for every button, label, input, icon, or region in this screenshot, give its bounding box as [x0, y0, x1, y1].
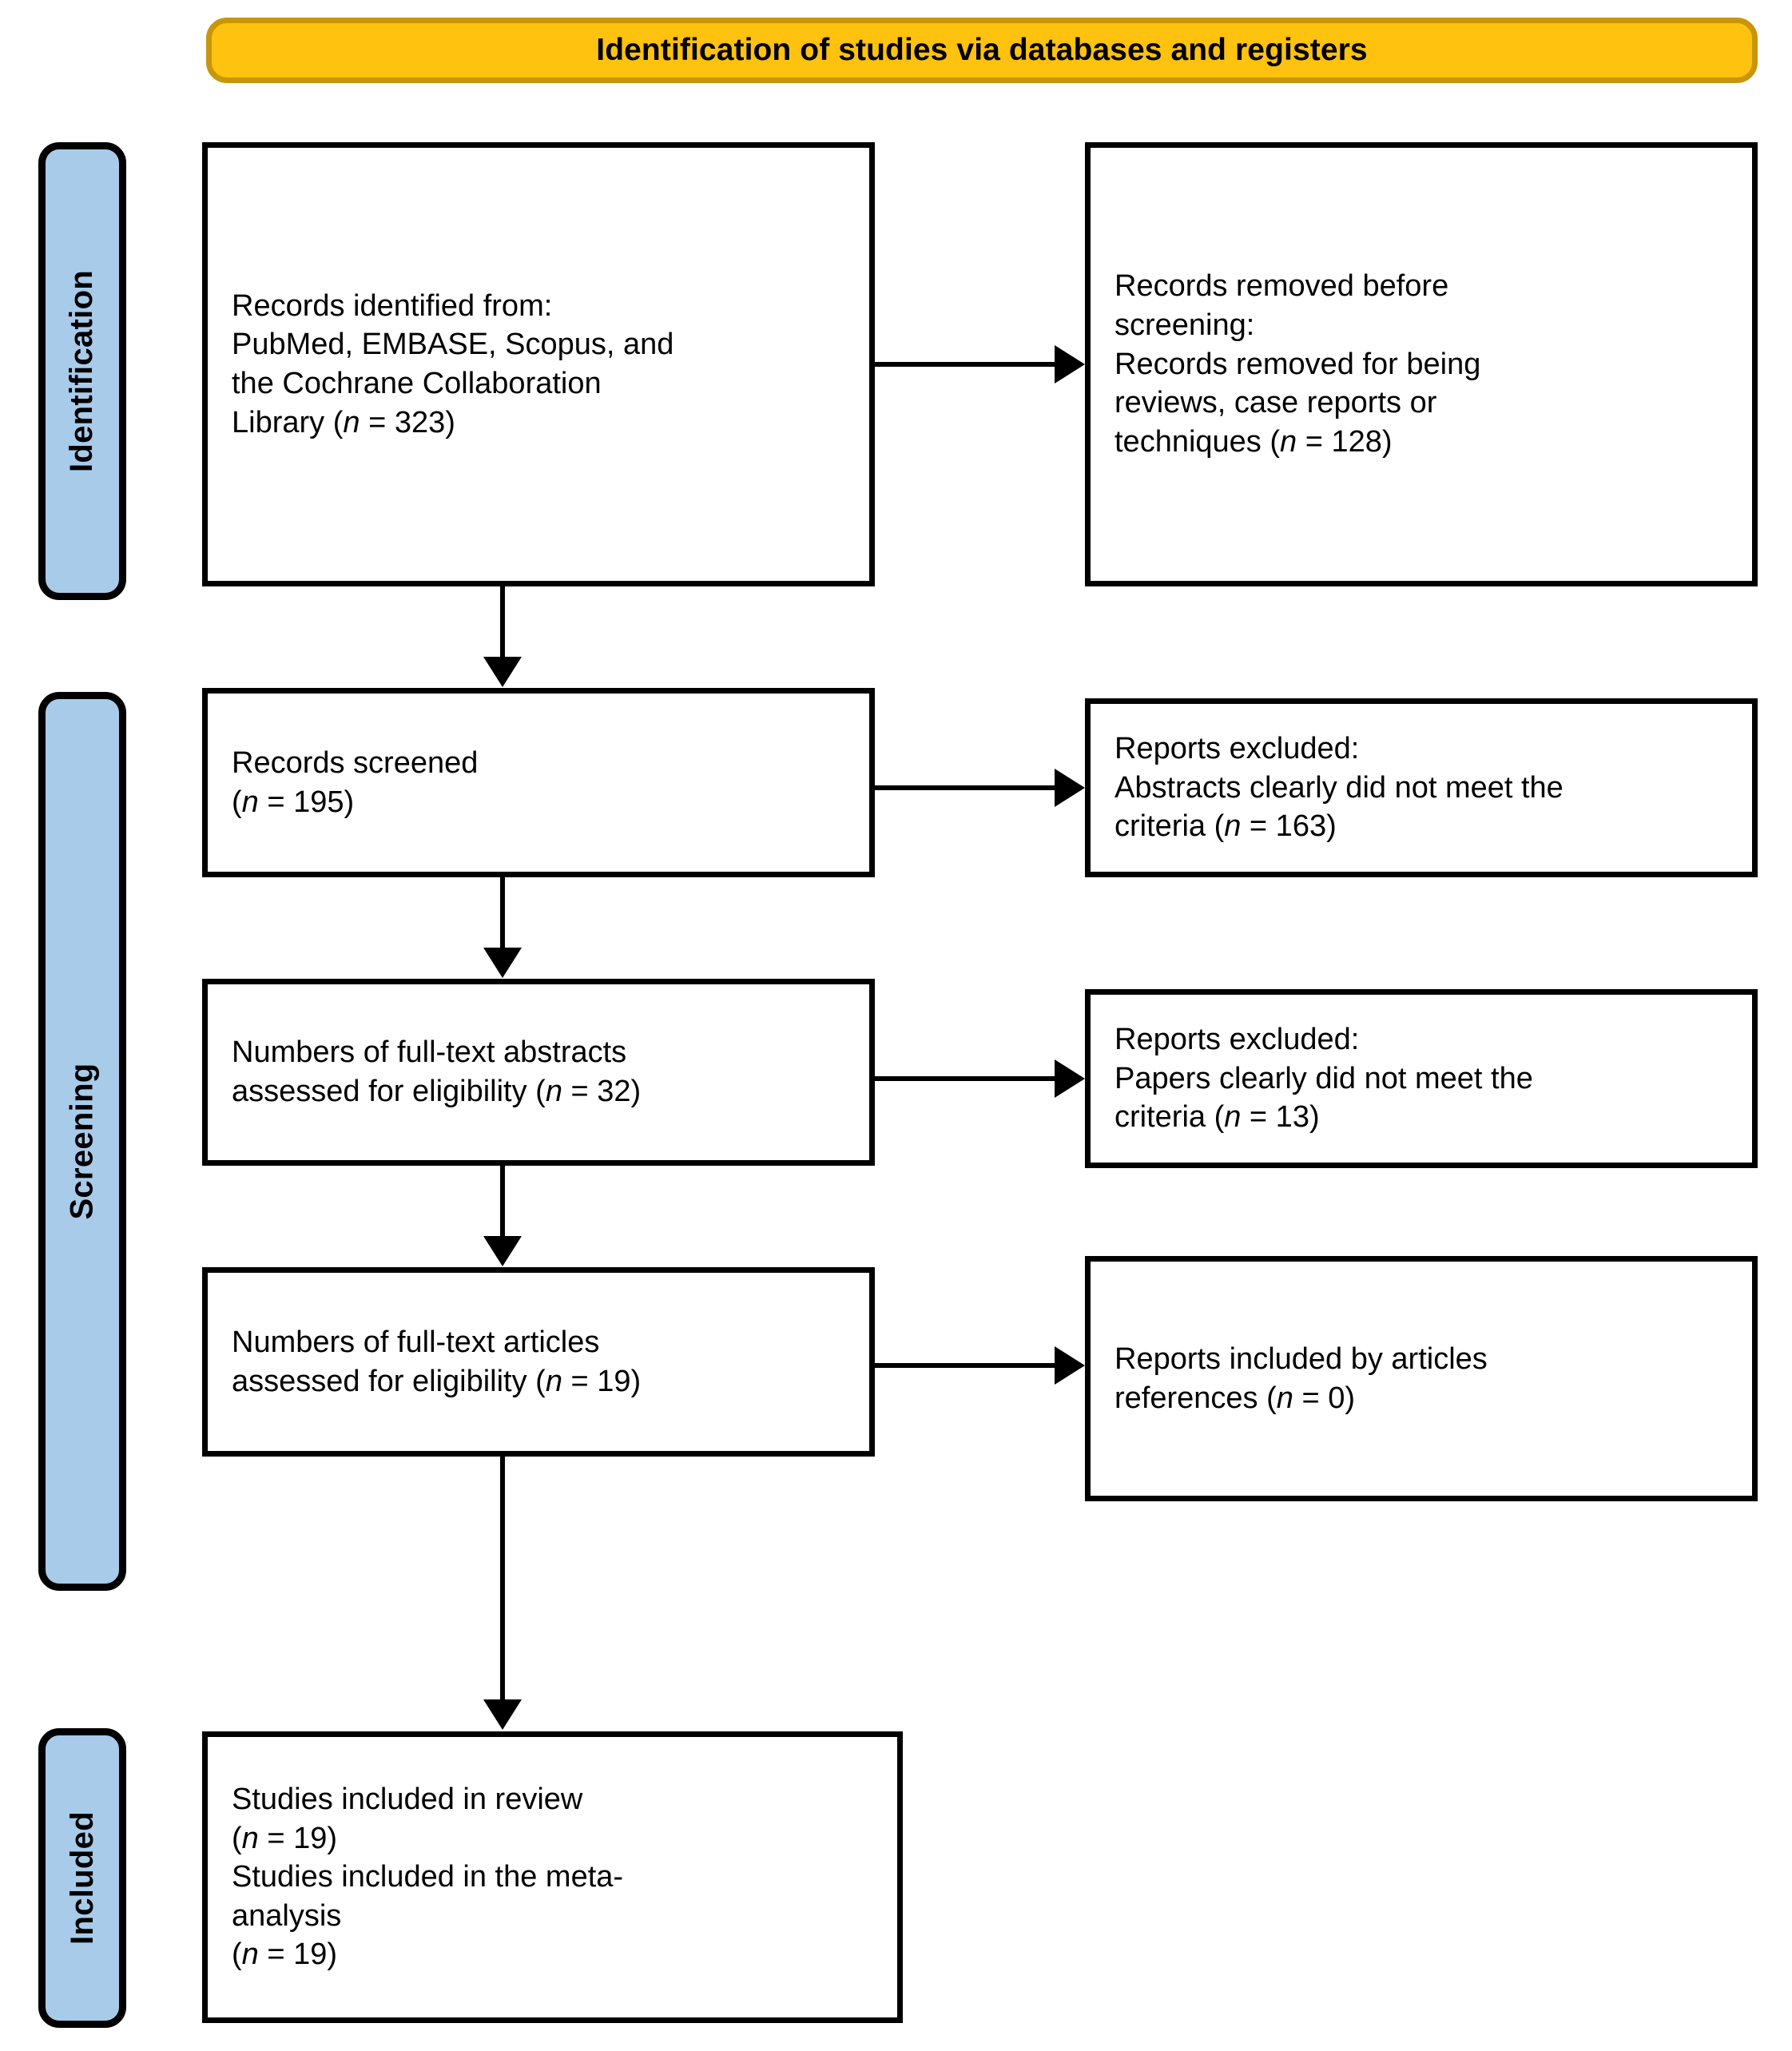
studies-included-line4: analysis	[232, 1898, 342, 1933]
arrowhead-identified-to-removed	[1055, 345, 1085, 384]
included-refs-line1: Reports included by articles	[1115, 1341, 1488, 1376]
studies-included-line2-prefix: (	[232, 1821, 242, 1855]
box-studies-included-text: Studies included in review(n = 19)Studie…	[208, 1780, 897, 1974]
records-identified-n-symbol: n	[343, 405, 360, 439]
connector-identified-to-screened	[500, 586, 505, 658]
studies-included-line5-suffix: = 19)	[258, 1938, 338, 1972]
excluded-papers-line2: Papers clearly did not meet the	[1115, 1061, 1533, 1095]
records-identified-line4-suffix: = 323)	[360, 405, 455, 439]
arrowhead-fulltext-articles-to-included-refs	[1055, 1346, 1085, 1385]
fulltext-abstracts-line1: Numbers of full-text abstracts	[232, 1035, 627, 1070]
box-reports-excluded-abstracts: Reports excluded: Abstracts clearly did n…	[1085, 698, 1758, 877]
connector-identified-to-removed	[875, 362, 1055, 367]
excluded-papers-line3-prefix: criteria (	[1115, 1100, 1225, 1135]
fulltext-articles-n-symbol: n	[545, 1364, 562, 1398]
excluded-abstracts-n-symbol: n	[1224, 809, 1242, 844]
records-removed-line2: screening:	[1115, 308, 1255, 343]
box-fulltext-articles: Numbers of full-text articles assessed fo…	[202, 1267, 875, 1457]
records-removed-line5-suffix: = 128)	[1297, 424, 1393, 459]
records-removed-line3: Records removed for being	[1115, 347, 1481, 381]
box-fulltext-abstracts-text: Numbers of full-text abstracts assessed f…	[208, 1033, 869, 1111]
stage-label-screening: Screening	[64, 1063, 100, 1220]
included-refs-line2-suffix: = 0)	[1293, 1381, 1355, 1415]
fulltext-articles-line2-suffix: = 19)	[562, 1364, 642, 1398]
records-identified-line1: Records identified from:	[232, 288, 553, 323]
arrowhead-fulltext-abstracts-to-excluded	[1055, 1059, 1085, 1098]
records-removed-line4: reviews, case reports or	[1115, 386, 1437, 420]
records-screened-line2-suffix: = 195)	[258, 785, 355, 819]
studies-included-n-symbol-1: n	[241, 1821, 259, 1855]
box-fulltext-abstracts: Numbers of full-text abstracts assessed f…	[202, 979, 875, 1166]
excluded-papers-line1: Reports excluded:	[1115, 1023, 1360, 1057]
records-identified-line3: the Cochrane Collaboration	[232, 367, 602, 400]
diagram-header-banner: Identification of studies via databases …	[206, 18, 1758, 83]
records-identified-line2: PubMed, EMBASE, Scopus, and	[232, 328, 674, 362]
stage-label-identification: Identification	[64, 269, 100, 473]
records-screened-line1: Records screened	[232, 745, 479, 780]
fulltext-articles-line2-prefix: assessed for eligibility (	[232, 1364, 546, 1398]
arrowhead-fulltext-articles-to-included	[483, 1699, 522, 1730]
connector-fulltext-articles-to-included	[500, 1457, 505, 1701]
studies-included-line1: Studies included in review	[232, 1782, 583, 1816]
connector-screened-to-fulltext-abstracts	[500, 877, 505, 949]
records-removed-line1: Records removed before	[1115, 269, 1449, 304]
studies-included-line2-suffix: = 19)	[258, 1821, 338, 1855]
excluded-papers-n-symbol: n	[1224, 1100, 1242, 1135]
arrowhead-identified-to-screened	[483, 657, 522, 687]
diagram-title: Identification of studies via databases …	[596, 32, 1368, 67]
stage-pill-included: Included	[38, 1728, 126, 2028]
fulltext-abstracts-n-symbol: n	[545, 1075, 562, 1108]
excluded-abstracts-line1: Reports excluded:	[1115, 732, 1360, 766]
stage-label-included: Included	[64, 1811, 100, 1945]
arrowhead-screened-to-fulltext-abstracts	[483, 948, 522, 978]
stage-pill-screening: Screening	[38, 692, 126, 1591]
box-reports-included-references-text: Reports included by articles references (…	[1091, 1340, 1752, 1417]
connector-screened-to-excluded	[875, 785, 1055, 790]
connector-fulltext-abstracts-to-articles	[500, 1166, 505, 1238]
box-records-identified-text: Records identified from: PubMed, EMBASE, …	[208, 287, 869, 443]
studies-included-n-symbol-2: n	[241, 1938, 259, 1972]
box-records-screened-text: Records screened (n = 195)	[208, 744, 869, 821]
stage-pill-identification: Identification	[38, 142, 126, 600]
box-fulltext-articles-text: Numbers of full-text articles assessed fo…	[208, 1323, 869, 1401]
excluded-abstracts-line2: Abstracts clearly did not meet the	[1115, 770, 1564, 805]
fulltext-articles-line1: Numbers of full-text articles	[232, 1325, 600, 1359]
included-refs-n-symbol: n	[1276, 1381, 1293, 1415]
fulltext-abstracts-line2-suffix: = 32)	[562, 1075, 642, 1108]
box-reports-excluded-papers: Reports excluded: Papers clearly did not …	[1085, 989, 1758, 1168]
arrowhead-screened-to-excluded	[1055, 769, 1085, 807]
box-studies-included: Studies included in review(n = 19)Studie…	[202, 1731, 903, 2023]
excluded-abstracts-line3-suffix: = 163)	[1241, 809, 1337, 844]
box-records-removed-text: Records removed before screening: Records …	[1091, 267, 1752, 461]
connector-fulltext-articles-to-included-refs	[875, 1363, 1055, 1368]
box-records-screened: Records screened (n = 195)	[202, 688, 875, 877]
studies-included-line3: Studies included in the meta-	[232, 1860, 624, 1894]
box-records-identified: Records identified from: PubMed, EMBASE, …	[202, 142, 875, 586]
arrowhead-fulltext-abstracts-to-articles	[483, 1236, 522, 1266]
included-refs-line2-prefix: references (	[1115, 1381, 1277, 1415]
studies-included-line5-prefix: (	[232, 1938, 242, 1972]
box-records-removed: Records removed before screening: Records …	[1085, 142, 1758, 586]
excluded-abstracts-line3-prefix: criteria (	[1115, 809, 1225, 844]
records-screened-n-symbol: n	[241, 785, 259, 819]
connector-fulltext-abstracts-to-excluded	[875, 1076, 1055, 1081]
records-screened-line2-prefix: (	[232, 785, 242, 819]
fulltext-abstracts-line2-prefix: assessed for eligibility (	[232, 1075, 546, 1108]
excluded-papers-line3-suffix: = 13)	[1241, 1100, 1320, 1135]
box-reports-included-references: Reports included by articles references (…	[1085, 1256, 1758, 1501]
records-identified-line4-prefix: Library (	[232, 405, 344, 439]
records-removed-line5-prefix: techniques (	[1115, 424, 1281, 459]
records-removed-n-symbol: n	[1280, 424, 1297, 459]
box-reports-excluded-papers-text: Reports excluded: Papers clearly did not …	[1091, 1020, 1752, 1137]
box-reports-excluded-abstracts-text: Reports excluded: Abstracts clearly did n…	[1091, 729, 1752, 846]
